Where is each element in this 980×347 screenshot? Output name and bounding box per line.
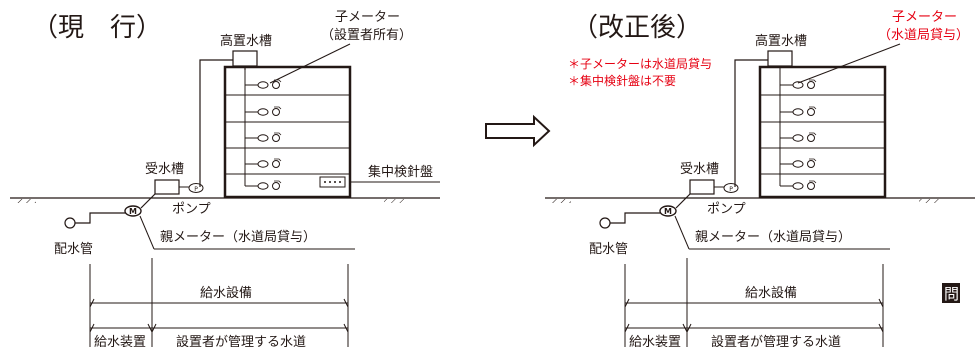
current-system: （現 行） 子メーター （設置者所有） 高置水槽 集中検針盤	[10, 10, 440, 347]
valve-icon	[807, 160, 815, 168]
current-parent-meter-label: 親メーター（水道局貸与）	[160, 229, 316, 245]
revised-supply-facility-label: 給水設備	[745, 285, 797, 301]
valve-icon	[272, 134, 280, 142]
revised-supply-device-label: 給水装置	[629, 335, 681, 347]
revised-main-pipe-label: 配水管	[589, 242, 628, 257]
sub-meter-icon	[257, 108, 269, 116]
svg-text:P: P	[729, 186, 733, 193]
sub-meter-icon	[792, 182, 804, 190]
current-owner-managed-label: 設置者が管理する水道	[176, 334, 306, 347]
valve-icon	[272, 81, 280, 89]
valve-icon	[272, 108, 280, 116]
parent-meter-icon	[124, 205, 142, 217]
current-pump-label: ポンプ	[172, 202, 211, 217]
valve-icon	[272, 182, 280, 190]
pump-icon	[188, 183, 204, 193]
revised-receiving-tank	[689, 179, 715, 195]
revised-note-sub-meter: ＊子メーターは水道局貸与	[568, 56, 712, 71]
pump-icon	[723, 183, 739, 193]
current-main-pipe-icon	[64, 217, 76, 229]
current-supply-pipe-up	[199, 59, 233, 187]
current-sub-meter-owner: （設置者所有）	[321, 27, 412, 43]
svg-text:M: M	[664, 207, 672, 216]
revised-main-pipe-icon	[599, 217, 611, 229]
sub-meter-icon	[792, 134, 804, 142]
edge-fragment-badge	[942, 283, 960, 303]
current-supply-device-label: 給水装置	[94, 335, 146, 347]
svg-text:P: P	[194, 186, 198, 193]
current-sub-meter-leader	[269, 43, 351, 84]
revised-sub-meter-leader	[797, 43, 901, 84]
central-reading-panel-icon	[319, 176, 346, 188]
revised-elevated-tank	[767, 50, 793, 67]
current-heading: （現 行）	[32, 13, 162, 43]
parent-meter-icon	[659, 205, 677, 217]
revised-note-panel: ＊集中検針盤は不要	[568, 73, 676, 88]
revised-heading: （改正後）	[572, 13, 702, 43]
sub-meter-icon	[257, 134, 269, 142]
central-reading-panel-label: 集中検針盤	[368, 164, 433, 180]
revised-sub-meters	[780, 79, 817, 190]
current-supply-facility-label: 給水設備	[200, 285, 252, 301]
edge-fragment-label: 問	[944, 285, 959, 303]
revised-sub-meter-label: 子メーター	[892, 10, 957, 25]
revised-system: （改正後） ＊子メーターは水道局貸与 ＊集中検針盤は不要 子メーター （水道局貸…	[545, 10, 975, 347]
current-building	[223, 65, 352, 199]
svg-text:M: M	[129, 207, 137, 216]
revised-owner-managed-label: 設置者が管理する水道	[711, 334, 841, 347]
sub-meter-icon	[792, 108, 804, 116]
revised-building	[758, 65, 887, 199]
valve-icon	[807, 182, 815, 190]
revised-supply-pipe-up	[734, 59, 768, 187]
sub-meter-icon	[257, 160, 269, 168]
sub-meter-icon	[257, 182, 269, 190]
current-receiving-tank	[154, 179, 180, 195]
valve-icon	[272, 160, 280, 168]
current-sub-meters	[245, 79, 282, 190]
revised-receiving-tank-label: 受水槽	[680, 162, 719, 177]
revised-sub-meter-lender: （水道局貸与）	[878, 27, 969, 43]
valve-icon	[807, 108, 815, 116]
revised-pump-label: ポンプ	[707, 202, 746, 217]
transition-arrow-icon	[485, 114, 551, 148]
current-receiving-tank-label: 受水槽	[145, 162, 184, 177]
current-elevated-tank-label: 高置水槽	[220, 33, 272, 49]
sub-meter-icon	[792, 81, 804, 89]
revised-elevated-tank-label: 高置水槽	[755, 33, 807, 49]
sub-meter-icon	[257, 81, 269, 89]
current-elevated-tank	[232, 50, 258, 67]
revised-parent-meter-label: 親メーター（水道局貸与）	[695, 229, 851, 245]
sub-meter-icon	[792, 160, 804, 168]
current-main-pipe-label: 配水管	[54, 242, 93, 257]
valve-icon	[807, 134, 815, 142]
current-sub-meter-label: 子メーター	[335, 10, 400, 25]
valve-icon	[807, 81, 815, 89]
